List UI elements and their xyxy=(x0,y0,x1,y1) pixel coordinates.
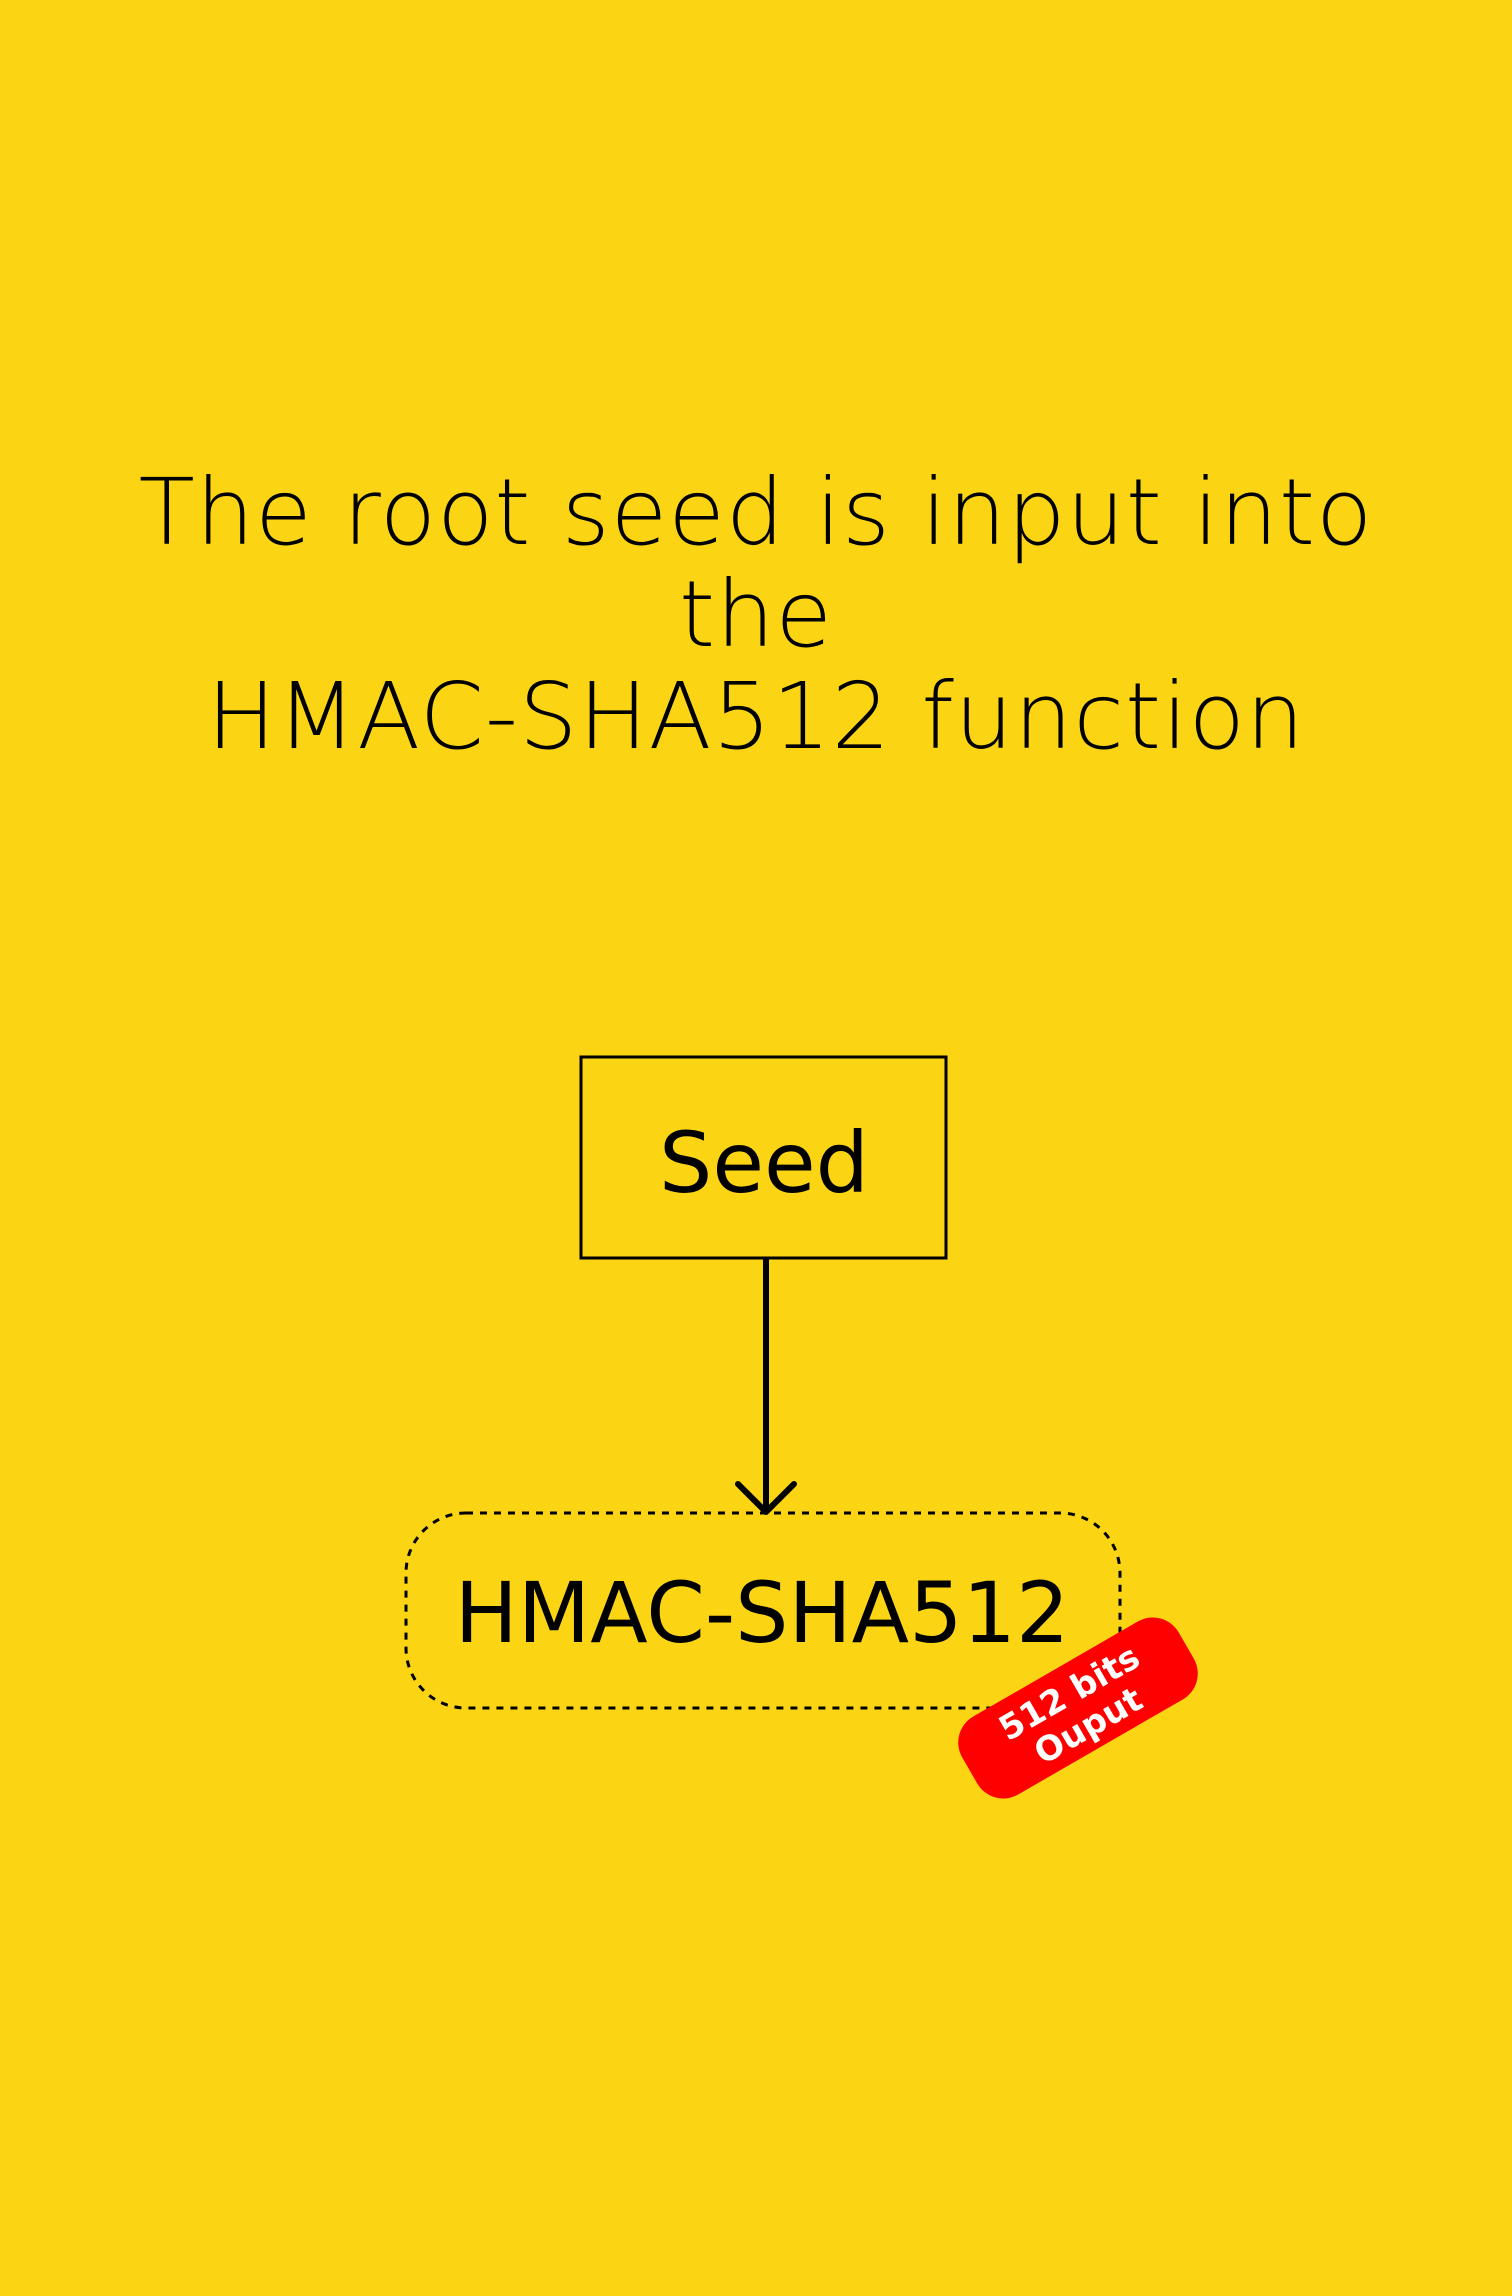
hmac-box xyxy=(404,1511,1122,1710)
output-badge-line-2: Ouput xyxy=(1027,1679,1149,1773)
output-badge-pill xyxy=(958,1617,1198,1799)
output-badge: 512 bits Ouput xyxy=(958,1617,1198,1799)
hmac-node: HMAC-SHA512 xyxy=(404,1511,1122,1710)
seed-label: Seed xyxy=(659,1114,869,1212)
seed-box xyxy=(579,1055,948,1260)
seed-node: Seed xyxy=(579,1055,948,1260)
flow-arrow xyxy=(735,1258,797,1515)
arrow-head-icon xyxy=(735,1481,797,1515)
heading-line-1: The root seed is input into the xyxy=(138,459,1374,668)
heading-line-2: HMAC-SHA512 function xyxy=(206,663,1306,770)
page-heading: The root seed is input into the HMAC-SHA… xyxy=(60,462,1452,768)
hmac-label: HMAC-SHA512 xyxy=(455,1564,1070,1662)
output-badge-line-1: 512 bits xyxy=(992,1637,1146,1749)
